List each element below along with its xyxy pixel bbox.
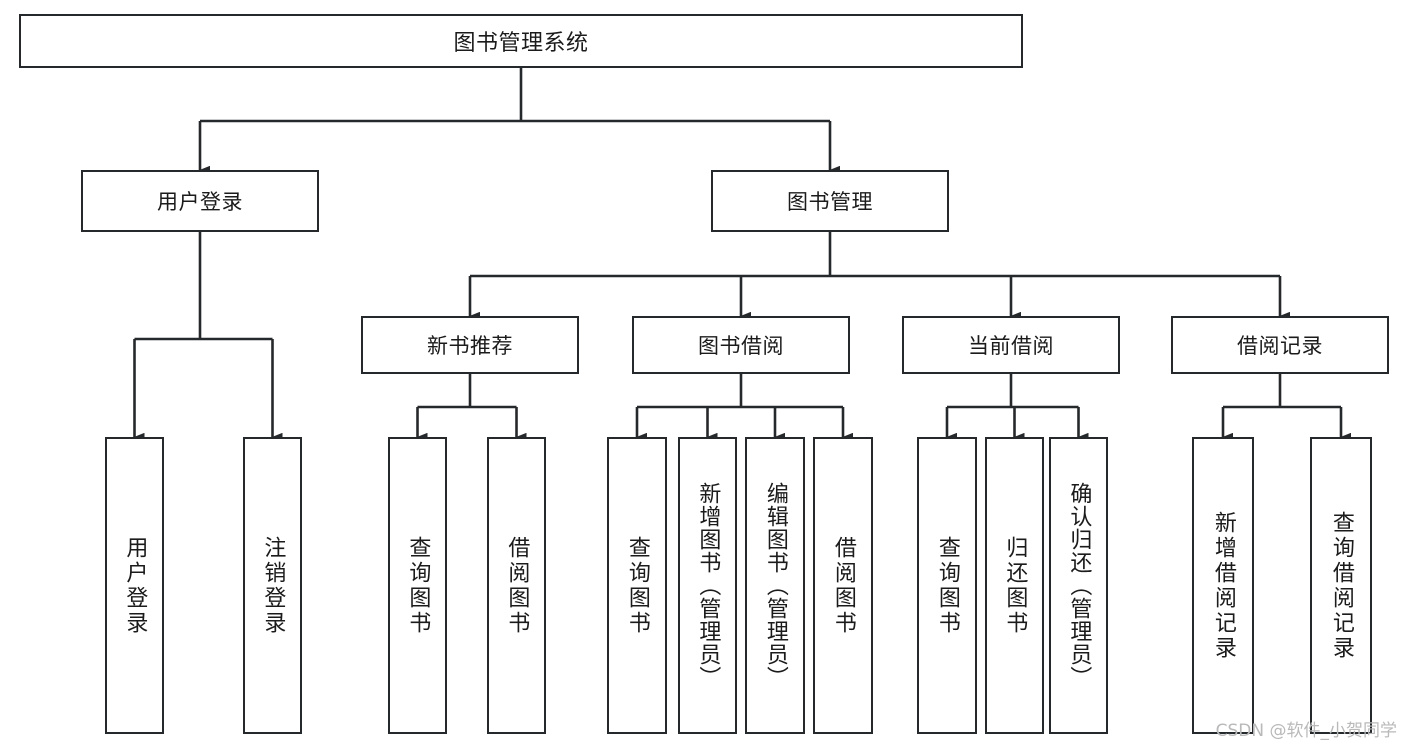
node-label: 新增借阅记录 [1210, 510, 1236, 661]
watermark-label: CSDN @软件_小贺同学 [1215, 721, 1397, 741]
node-leaf-edit-book[interactable]: 编辑图书（管理员） [745, 437, 805, 734]
node-label: 用户登录 [157, 190, 243, 214]
node-leaf-borrow-book-2[interactable]: 借阅图书 [813, 437, 873, 734]
node-leaf-add-book[interactable]: 新增图书（管理员） [678, 437, 737, 734]
node-label: 图书管理系统 [453, 31, 589, 56]
node-user-login[interactable]: 用户登录 [81, 170, 319, 232]
node-leaf-confirm-return[interactable]: 确认归还（管理员） [1049, 437, 1108, 734]
node-leaf-query-book-3[interactable]: 查询图书 [917, 437, 977, 734]
node-label: 用户登录 [122, 535, 148, 636]
node-label: 查询图书 [405, 535, 431, 636]
node-leaf-query-record[interactable]: 查询借阅记录 [1310, 437, 1372, 734]
node-label: 图书借阅 [698, 334, 784, 358]
node-label: 借阅图书 [830, 535, 856, 636]
node-borrow-record[interactable]: 借阅记录 [1171, 316, 1389, 374]
node-book-borrow[interactable]: 图书借阅 [632, 316, 850, 374]
node-label: 新增图书（管理员） [695, 482, 721, 689]
node-leaf-query-book-1[interactable]: 查询图书 [388, 437, 447, 734]
node-label: 借阅记录 [1237, 334, 1323, 358]
node-leaf-add-record[interactable]: 新增借阅记录 [1192, 437, 1254, 734]
node-root[interactable]: 图书管理系统 [19, 14, 1023, 68]
node-label: 当前借阅 [968, 334, 1054, 358]
node-label: 归还图书 [1002, 535, 1028, 636]
node-label: 查询图书 [934, 535, 960, 636]
node-leaf-user-login[interactable]: 用户登录 [105, 437, 164, 734]
node-label: 确认归还（管理员） [1066, 482, 1092, 689]
node-label: 查询图书 [624, 535, 650, 636]
node-label: 编辑图书（管理员） [762, 482, 788, 689]
node-current-borrow[interactable]: 当前借阅 [902, 316, 1120, 374]
node-label: 借阅图书 [504, 535, 530, 636]
node-leaf-borrow-book-1[interactable]: 借阅图书 [487, 437, 546, 734]
node-new-book-rec[interactable]: 新书推荐 [361, 316, 579, 374]
node-label: 注销登录 [260, 535, 286, 636]
node-book-manage[interactable]: 图书管理 [711, 170, 949, 232]
node-label: 新书推荐 [427, 334, 513, 358]
node-label: 图书管理 [787, 190, 873, 214]
node-label: 查询借阅记录 [1328, 510, 1354, 661]
node-leaf-logout[interactable]: 注销登录 [243, 437, 302, 734]
node-leaf-return-book[interactable]: 归还图书 [985, 437, 1044, 734]
node-leaf-query-book-2[interactable]: 查询图书 [607, 437, 667, 734]
